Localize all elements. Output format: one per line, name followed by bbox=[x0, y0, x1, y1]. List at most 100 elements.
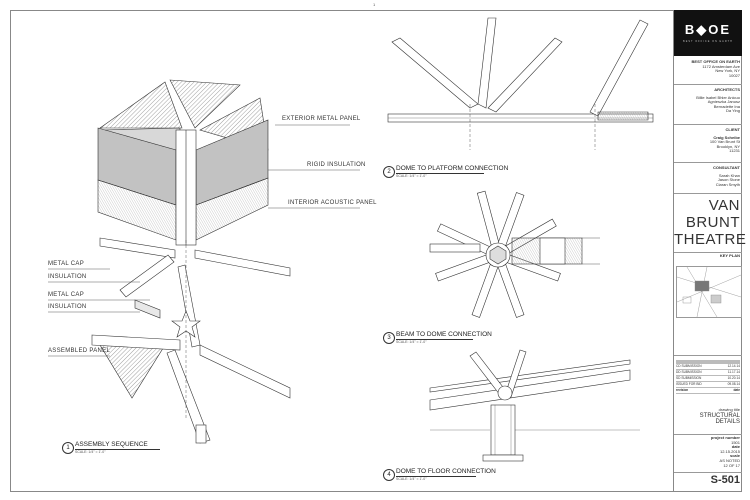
client-zip: 11231 bbox=[729, 148, 740, 154]
label-exterior-metal-panel: EXTERIOR METAL PANEL bbox=[282, 116, 361, 122]
label-rigid-insulation: RIGID INSULATION bbox=[307, 162, 366, 168]
office-address-1: 1172 Amsterdam Ave bbox=[702, 63, 740, 69]
title-block: B◆OE BEST OFFICE ON EARTH BEST OFFICE ON… bbox=[673, 10, 747, 492]
divider bbox=[674, 472, 742, 473]
revision-date: 11.17.14 bbox=[727, 370, 740, 374]
view-number-3: 3 bbox=[383, 332, 395, 344]
revision-row bbox=[676, 363, 740, 364]
view-number-4: 4 bbox=[383, 469, 395, 481]
divider bbox=[674, 252, 742, 253]
logo-subtitle: BEST OFFICE ON EARTH bbox=[683, 40, 733, 43]
project-name: VAN BRUNT THEATRE bbox=[674, 197, 747, 248]
label-metal-cap-upper: METAL CAP bbox=[48, 261, 85, 267]
client-address-1: 100 Van Brunt St bbox=[709, 139, 740, 145]
client-info: CLIENT Craig Scheibe 100 Van Brunt St Br… bbox=[676, 127, 740, 154]
view-scale-1: SCALE: 1/4" = 1'-0" bbox=[75, 450, 106, 454]
view-1-assembly-drawing bbox=[48, 79, 360, 444]
view-title-underline-4 bbox=[396, 476, 476, 477]
revision-label: SD SUBMISSION bbox=[676, 376, 702, 380]
drawing-sheet-border bbox=[10, 10, 742, 492]
project-name-line: BRUNT bbox=[685, 214, 740, 231]
project-number-label: project number bbox=[710, 435, 740, 440]
revision-row bbox=[676, 361, 740, 362]
key-plan-heading: KEY PLAN bbox=[719, 253, 740, 258]
architects-heading: ARCHITECTS bbox=[714, 87, 740, 92]
revision-label: ISSUED FOR BID bbox=[676, 382, 702, 386]
architect-name: Da Ying bbox=[725, 108, 740, 114]
office-zip: 10027 bbox=[728, 72, 740, 78]
view-title-underline-1 bbox=[75, 449, 160, 450]
date-label: date bbox=[731, 444, 740, 450]
revision-row: CD SUBMISSION 12.14.14 bbox=[676, 364, 740, 370]
view-2-drawing bbox=[387, 17, 654, 150]
office-logo: B◆OE BEST OFFICE ON EARTH bbox=[674, 10, 742, 56]
client-address-2: Brooklyn, NY bbox=[716, 143, 740, 149]
divider bbox=[674, 162, 742, 163]
revision-label: CD SUBMISSION bbox=[676, 364, 702, 368]
revision-table: CD SUBMISSION 12.14.14 DD SUBMISSION 11.17… bbox=[676, 360, 740, 394]
revision-date: 09.08.14 bbox=[727, 382, 740, 386]
revision-header: revision date bbox=[676, 388, 740, 394]
office-address-2: New York, NY bbox=[715, 68, 740, 74]
date-value: 12.15.2015 bbox=[719, 448, 740, 454]
sheet-top-mark: 1 bbox=[373, 2, 376, 7]
project-info: project number 1501 date 12.15.2015 scal… bbox=[676, 435, 740, 468]
office-info: BEST OFFICE ON EARTH 1172 Amsterdam Ave … bbox=[676, 59, 740, 78]
project-name-line: VAN bbox=[708, 197, 740, 214]
view-title-4: DOME TO FLOOR CONNECTION bbox=[396, 468, 496, 475]
view-3-drawing bbox=[429, 190, 600, 318]
project-number: 1501 bbox=[731, 439, 740, 445]
scale-label: scale bbox=[729, 453, 740, 459]
consultant-name: Jason Stone bbox=[717, 177, 740, 183]
key-plan-map bbox=[676, 266, 742, 318]
drawing-title-label: drawing title bbox=[718, 407, 740, 412]
sheet-count: 12 OF 17 bbox=[723, 462, 740, 468]
label-interior-acoustic-panel: INTERIOR ACOUSTIC PANEL bbox=[288, 200, 377, 206]
view-4-drawing bbox=[429, 349, 640, 462]
office-name: BEST OFFICE ON EARTH bbox=[691, 59, 740, 64]
view-scale-2: SCALE: 1/4" = 1'-0" bbox=[396, 174, 427, 178]
architects-info: ARCHITECTS Billie Isabel Bhler Anicuo Ag… bbox=[676, 87, 740, 114]
consultant-heading: CONSULTANT bbox=[713, 165, 740, 170]
view-title-underline-3 bbox=[396, 339, 473, 340]
view-title-1: ASSEMBLY SEQUENCE bbox=[75, 441, 148, 448]
view-title-2: DOME TO PLATFORM CONNECTION bbox=[396, 165, 509, 172]
architect-name: Billie Isabel Bhler Anicuo bbox=[696, 94, 740, 100]
architect-name: Bernadette Ina bbox=[713, 103, 740, 109]
label-metal-cap-lower: METAL CAP bbox=[48, 292, 85, 298]
label-insulation-upper: INSULATION bbox=[48, 274, 87, 280]
revision-header-date: date bbox=[733, 388, 740, 392]
divider bbox=[674, 434, 742, 435]
sheet-number: S-501 bbox=[710, 474, 740, 486]
view-title-underline-2 bbox=[396, 173, 484, 174]
revision-row: DD SUBMISSION 11.17.14 bbox=[676, 370, 740, 376]
divider bbox=[674, 124, 742, 125]
consultant-name: Ciaran Smyth bbox=[715, 181, 740, 187]
architect-name: Agnieszka Janusz bbox=[707, 99, 740, 105]
revision-row bbox=[676, 362, 740, 363]
client-name: Craig Scheibe bbox=[713, 134, 740, 140]
revision-row: ISSUED FOR BID 09.08.14 bbox=[676, 382, 740, 388]
drawing-title: STRUCTURAL DETAILS bbox=[699, 413, 740, 425]
label-assembled-panel: ASSEMBLED PANEL bbox=[48, 348, 111, 354]
revision-header-label: revision bbox=[676, 388, 689, 392]
project-name-line: THEATRE bbox=[674, 231, 747, 248]
revision-date: 12.14.14 bbox=[727, 364, 740, 368]
consultant-info: CONSULTANT Sarah Khan Jason Stone Ciaran… bbox=[676, 165, 740, 187]
view-number-1: 1 bbox=[62, 442, 74, 454]
view-title-3: BEAM TO DOME CONNECTION bbox=[396, 331, 492, 338]
divider bbox=[674, 355, 742, 356]
view-scale-3: SCALE: 1/4" = 1'-0" bbox=[396, 340, 427, 344]
view-scale-4: SCALE: 1/4" = 1'-0" bbox=[396, 477, 427, 481]
consultant-name: Sarah Khan bbox=[718, 172, 740, 178]
logo-mark: B◆OE bbox=[684, 22, 732, 37]
view-number-2: 2 bbox=[383, 166, 395, 178]
client-heading: CLIENT bbox=[725, 127, 740, 132]
revision-row bbox=[676, 360, 740, 361]
label-insulation-lower: INSULATION bbox=[48, 304, 87, 310]
revision-label: DD SUBMISSION bbox=[676, 370, 702, 374]
divider bbox=[674, 193, 742, 194]
divider bbox=[674, 84, 742, 85]
